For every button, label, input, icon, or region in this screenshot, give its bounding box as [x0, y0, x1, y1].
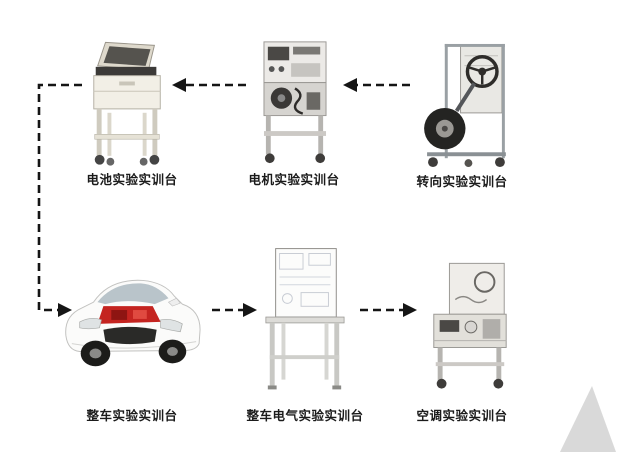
vehicle-station-image — [58, 252, 206, 374]
station-label-vehicle: 整车实验实训台 — [86, 409, 178, 423]
station-label-ac: 空调实验实训台 — [416, 409, 508, 423]
station-label-steering: 转向实验实训台 — [416, 175, 508, 189]
arrowhead-right-3 — [403, 303, 417, 317]
battery-station-image — [84, 40, 172, 168]
steering-station-image — [416, 42, 512, 170]
station-label-vehicle-electrical: 整车电气实验实训台 — [246, 409, 364, 423]
arrowhead-left-1 — [343, 78, 357, 92]
arrowhead-right-2 — [243, 303, 257, 317]
arrowhead-left-2 — [172, 78, 186, 92]
ac-station-image — [424, 260, 514, 390]
vehicle-electrical-station-image — [260, 244, 348, 394]
station-label-battery: 电池实验实训台 — [86, 173, 178, 187]
station-label-motor: 电机实验实训台 — [248, 173, 340, 187]
motor-station-image — [252, 38, 338, 166]
corner-wedge — [560, 386, 616, 452]
